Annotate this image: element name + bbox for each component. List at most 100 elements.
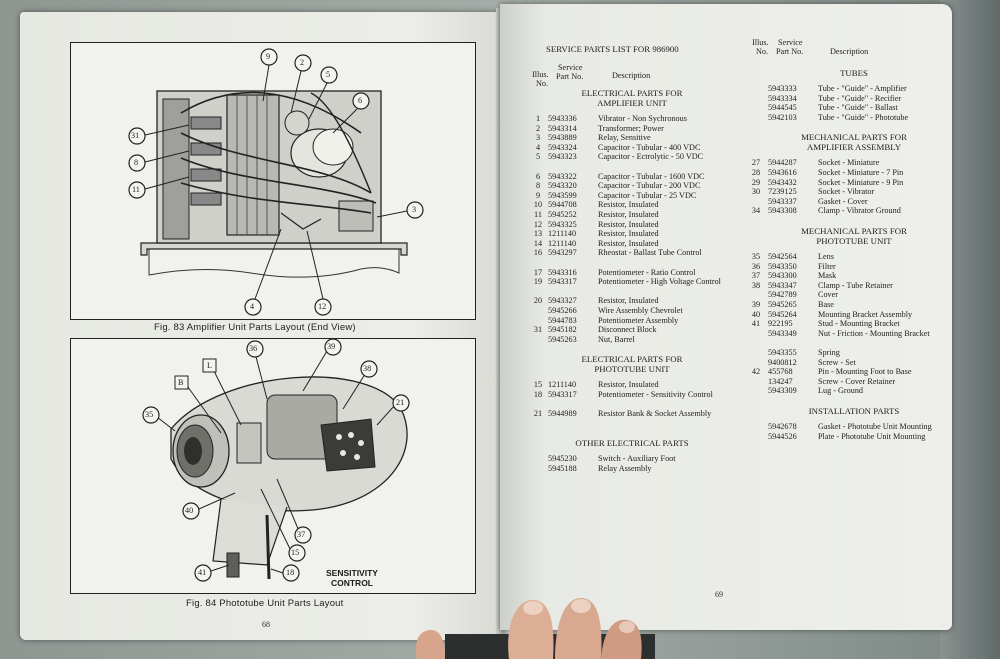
illus-no: 11 (534, 210, 542, 219)
illus-no: 27 (751, 158, 761, 168)
part-no: 5943355 (768, 348, 797, 357)
part-no: 1211140 (548, 238, 577, 248)
part-no: 5945182 (548, 325, 577, 335)
part-no: 922195 (768, 319, 793, 329)
description: Wire Assembly Chevrolet (598, 306, 683, 315)
description: Spring (818, 348, 840, 357)
parts-list-title: SERVICE PARTS LIST FOR 986900 (546, 44, 679, 54)
description: Socket - Miniature - 7 Pin (818, 168, 904, 177)
figure-83-amplifier-layout: 9 2 5 6 31 8 11 3 4 12 (70, 42, 476, 320)
description: Capacitor - Ectrolytic - 50 VDC (598, 152, 704, 162)
callout-36: 36 (249, 344, 258, 353)
col-head-partno-r: Part No. (776, 47, 804, 56)
part-no: 5943323 (548, 152, 577, 162)
description: Resistor, Insulated (598, 219, 659, 229)
description: Resistor, Insulated (598, 229, 659, 239)
part-no: 5943300 (768, 271, 797, 281)
description: Socket - Miniature - 9 Pin (818, 177, 904, 187)
description: Socket - Miniature (818, 158, 880, 168)
part-no: 7239125 (768, 187, 797, 197)
illus-no: 14 (533, 238, 543, 248)
illus-no: 2 (535, 123, 541, 133)
description: Rheostat - Ballast Tube Control (598, 248, 702, 258)
section-heading: MECHANICAL PARTS FOR (801, 226, 907, 236)
description: Capacitor - Tubular - 25 VDC (598, 190, 697, 200)
description: Capacitor - Tubular - 400 VDC (598, 142, 701, 152)
illus-no: 40 (751, 309, 761, 319)
fig83-callout-circles (128, 48, 424, 316)
section-heading: OTHER ELECTRICAL PARTS (575, 438, 689, 449)
col-head-no-r: No. (756, 47, 769, 56)
description: Potentiometer Assembly (598, 315, 679, 325)
part-no: 5943316 (548, 267, 577, 277)
part-no: 5945264 (768, 309, 797, 319)
illus-no: 35 (751, 252, 761, 261)
part-no: 5944708 (548, 200, 577, 210)
page-number-left: 68 (262, 620, 270, 629)
description: Vibrator - Non Sychronous (598, 114, 687, 123)
callout-31: 31 (131, 131, 140, 140)
part-no: 5945265 (768, 300, 797, 309)
part-no: 5943324 (548, 142, 577, 152)
amplifier-drawing (128, 48, 424, 316)
part-no: 5943350 (768, 261, 797, 271)
description: Resistor, Insulated (598, 238, 659, 248)
part-no: 5943889 (548, 133, 577, 143)
part-no: 5943308 (768, 206, 797, 216)
col-head-desc: Description (612, 71, 651, 80)
description: Tube - "Guide" - Recifier (818, 93, 902, 103)
description: Screw - Cover Retainer (818, 376, 896, 386)
page-number-right: 69 (715, 590, 723, 599)
description: Switch - Auxiliary Foot (598, 454, 676, 464)
part-no: 5943320 (548, 181, 577, 191)
part-no: 5945252 (548, 210, 577, 219)
illus-no: 18 (533, 390, 543, 399)
right-page (500, 4, 952, 630)
illus-no: 42 (751, 367, 761, 377)
part-no: 5943616 (768, 168, 797, 177)
part-no: 5944545 (768, 103, 797, 113)
illus-no: 30 (751, 187, 761, 197)
figure-83-caption: Fig. 83 Amplifier Unit Parts Layout (End… (154, 322, 356, 333)
illus-no: 8 (535, 181, 541, 191)
illus-no: 12 (533, 219, 543, 229)
callout-9: 9 (266, 52, 271, 61)
callout-8: 8 (134, 158, 139, 167)
description: Capacitor - Tubular - 1600 VDC (598, 171, 705, 181)
callout-38: 38 (363, 364, 372, 373)
illus-no: 41 (751, 319, 761, 329)
part-no: 5945230 (548, 454, 577, 464)
description: Disconnect Block (598, 325, 657, 335)
callout-41: 41 (198, 568, 207, 577)
col-head-illus-r: Illus. (752, 38, 769, 47)
callout-B: B (178, 378, 184, 387)
part-no: 5943322 (548, 171, 577, 181)
part-no: 5942789 (768, 290, 797, 300)
part-no: 5943599 (548, 190, 577, 200)
illus-no: 20 (533, 296, 543, 306)
illus-no: 6 (535, 171, 541, 181)
description: Relay, Sensitive (598, 133, 651, 143)
sensitivity-label-line1: SENSITIVITY (326, 568, 378, 578)
description: Clamp - Vibrator Ground (818, 206, 901, 216)
illus-no: 29 (751, 177, 761, 187)
part-no: 5943336 (548, 114, 577, 123)
section-heading: AMPLIFIER UNIT (597, 98, 667, 108)
illus-no: 3 (535, 133, 541, 143)
part-no: 134247 (768, 376, 793, 386)
col-head-illus: Illus. (532, 70, 549, 79)
col-head-no: No. (536, 79, 549, 88)
description: Clamp - Tube Retainer (818, 280, 893, 290)
description: Cover (818, 290, 839, 300)
illus-no: 19 (533, 277, 543, 287)
callout-2: 2 (300, 58, 305, 67)
part-no: 5943297 (548, 248, 577, 258)
callout-18: 18 (286, 568, 295, 577)
illus-no: 9 (535, 190, 541, 200)
illus-no: 28 (751, 168, 761, 177)
description: Base (818, 300, 834, 309)
col-head-service-r: Service (778, 38, 803, 47)
part-no: 455768 (768, 367, 793, 377)
phototube-drawing (142, 339, 410, 582)
illus-no: 21 (533, 409, 543, 419)
